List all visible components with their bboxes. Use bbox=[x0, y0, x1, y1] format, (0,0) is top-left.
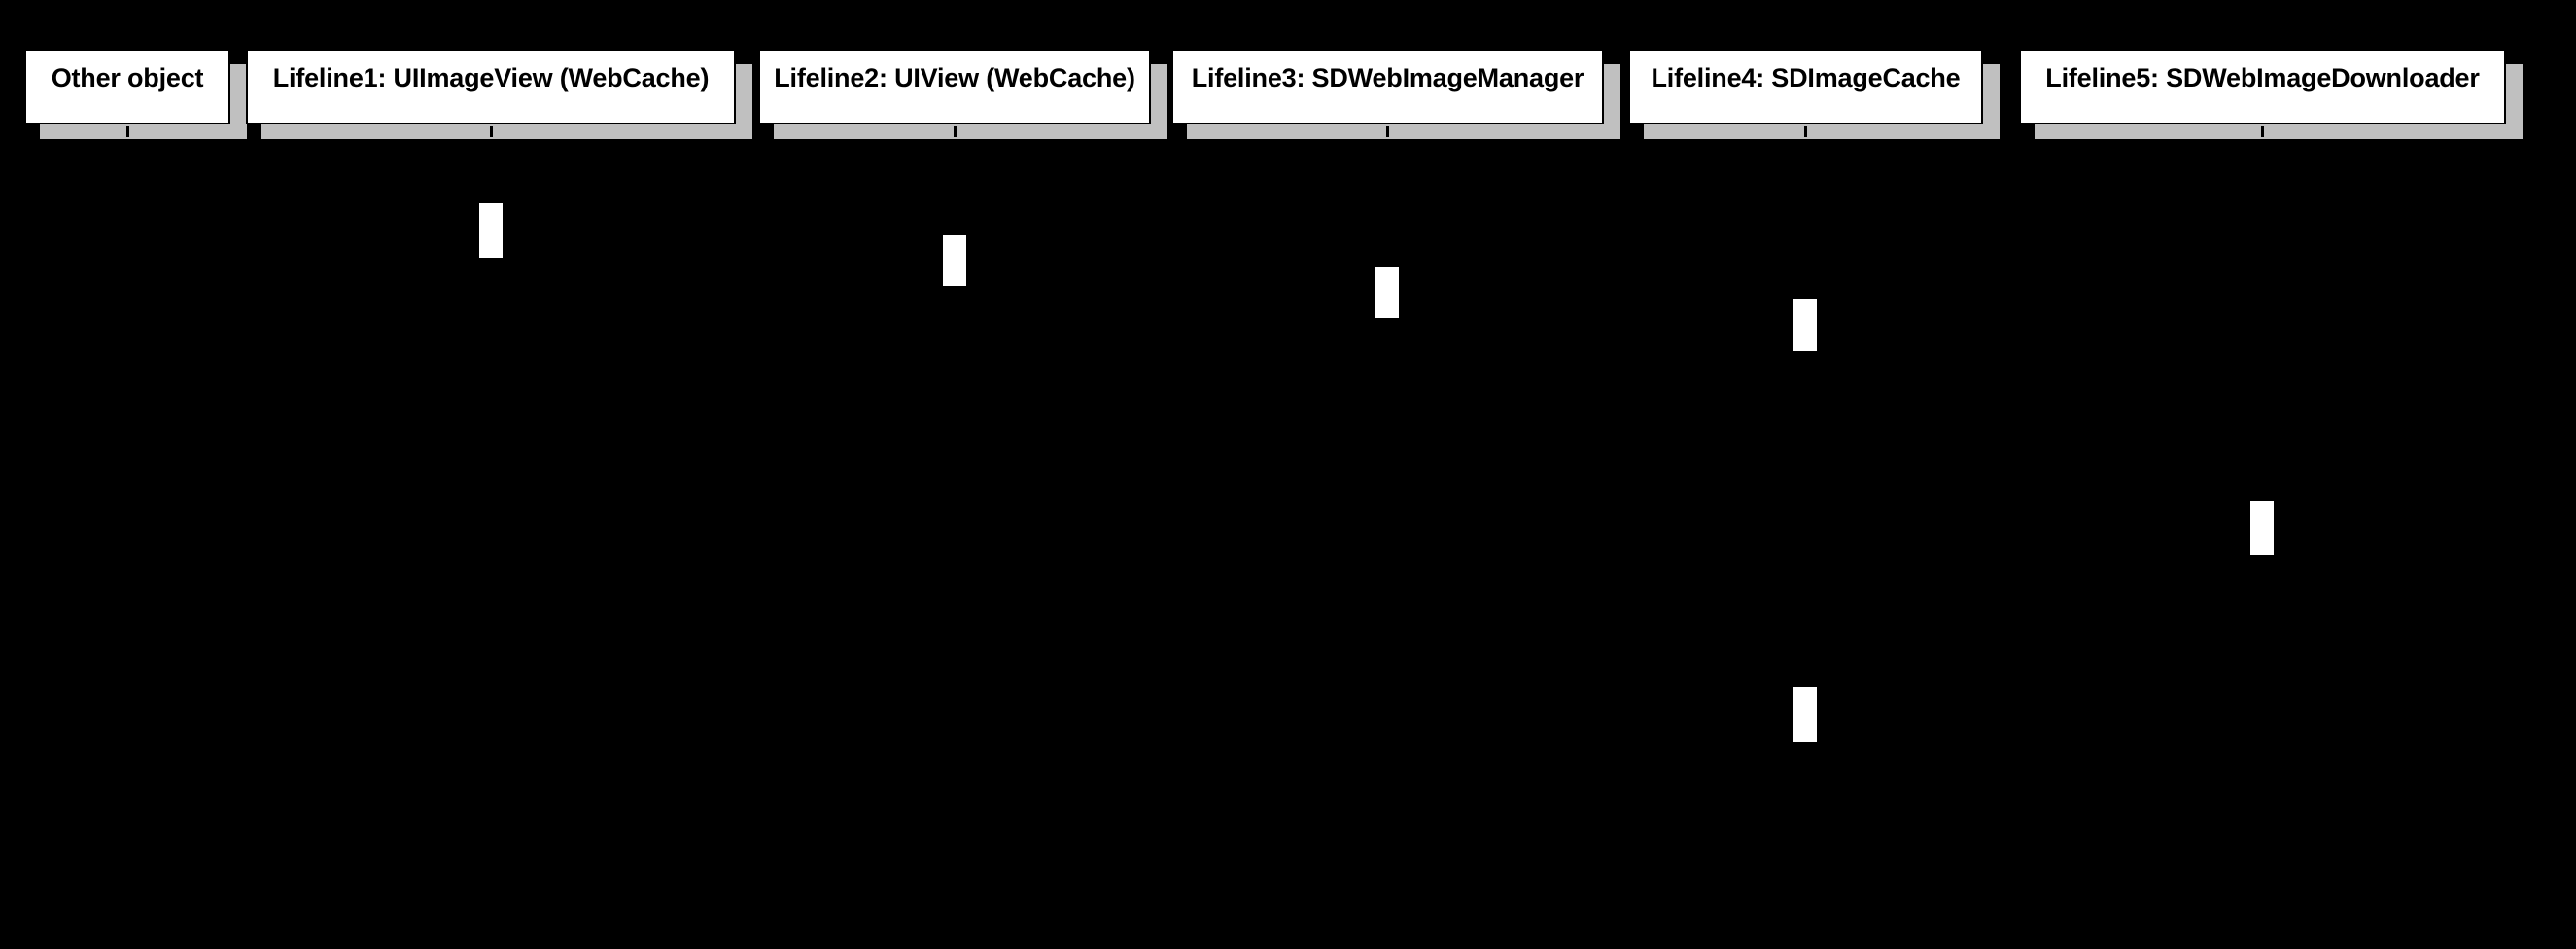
lifeline-head-shadow bbox=[774, 124, 1166, 139]
lifeline-head-shadow bbox=[1644, 124, 1999, 139]
lifeline-origin-tick bbox=[490, 126, 493, 137]
lifeline-origin-tick bbox=[126, 126, 129, 137]
message-arrow-m3[interactable] bbox=[955, 267, 1387, 269]
message-label-m4: queryCacheOperationForKey: bbox=[1401, 271, 1686, 296]
message-label-m3: loadImageWithURL: bbox=[968, 240, 1160, 264]
message-arrow-m1[interactable] bbox=[127, 203, 491, 205]
lifeline-head-shadow bbox=[1187, 124, 1619, 139]
activation-bar-act1[interactable] bbox=[479, 203, 503, 258]
message-label-m5: cache miss bbox=[1401, 412, 1509, 437]
lifeline-origin-tick bbox=[2261, 126, 2264, 137]
lifeline-dashed-line-other bbox=[126, 139, 130, 939]
message-arrow-m5[interactable] bbox=[1387, 439, 1805, 441]
message-arrow-m6[interactable] bbox=[1387, 501, 2262, 503]
lifeline-dashed-line-lifeline1 bbox=[490, 139, 494, 939]
lifeline-head-lifeline2[interactable]: Lifeline2: UIView (WebCache) bbox=[758, 49, 1151, 124]
lifeline-head-label: Lifeline3: SDWebImageManager bbox=[1191, 63, 1584, 92]
lifeline-origin-tick bbox=[1386, 126, 1389, 137]
message-arrow-m9[interactable] bbox=[491, 817, 1387, 819]
lifeline-head-shadow bbox=[1983, 64, 2000, 139]
lifeline-head-shadow bbox=[2506, 64, 2523, 139]
lifeline-head-shadow bbox=[40, 124, 246, 139]
lifeline-head-lifeline3[interactable]: Lifeline3: SDWebImageManager bbox=[1171, 49, 1604, 124]
lifeline-head-other[interactable]: Other object bbox=[24, 49, 230, 124]
lifeline-head-shadow bbox=[261, 124, 751, 139]
lifeline-dashed-line-lifeline3 bbox=[1386, 139, 1390, 939]
message-label-m7: downloaded image bbox=[1401, 595, 1581, 619]
lifeline-head-shadow bbox=[1151, 64, 1167, 139]
activation-bar-act3[interactable] bbox=[1375, 267, 1399, 318]
activation-bar-act4[interactable] bbox=[1793, 299, 1817, 351]
lifeline-head-lifeline4[interactable]: Lifeline4: SDImageCache bbox=[1628, 49, 1983, 124]
message-label-m2: sd_internalSetImageWithURL: bbox=[505, 208, 792, 232]
message-arrow-m8[interactable] bbox=[1387, 687, 1805, 689]
lifeline-head-shadow bbox=[2035, 124, 2522, 139]
lifeline-head-label: Lifeline4: SDImageCache bbox=[1651, 63, 1961, 92]
message-label-m1: sd_setImageWithURL: bbox=[141, 176, 356, 200]
lifeline-dashed-line-lifeline4 bbox=[1804, 139, 1808, 939]
lifeline-head-shadow bbox=[736, 64, 752, 139]
activation-bar-act2[interactable] bbox=[943, 235, 966, 286]
message-arrow-m2[interactable] bbox=[491, 235, 955, 237]
lifeline-head-label: Other object bbox=[51, 63, 204, 92]
message-arrow-m4[interactable] bbox=[1387, 299, 1805, 300]
lifeline-head-lifeline1[interactable]: Lifeline1: UIImageView (WebCache) bbox=[246, 49, 736, 124]
lifeline-head-label: Lifeline2: UIView (WebCache) bbox=[774, 63, 1135, 92]
message-arrow-m7[interactable] bbox=[1387, 622, 2262, 624]
message-label-m8: storeImage:forKey: bbox=[1401, 660, 1582, 685]
activation-bar-act6[interactable] bbox=[1793, 687, 1817, 742]
lifeline-head-lifeline5[interactable]: Lifeline5: SDWebImageDownloader bbox=[2019, 49, 2506, 124]
lifeline-dashed-line-lifeline2 bbox=[954, 139, 957, 939]
lifeline-head-shadow bbox=[1604, 64, 1620, 139]
lifeline-head-shadow bbox=[230, 64, 247, 139]
message-label-m6: downloadImageWithURL: bbox=[1401, 474, 1644, 498]
lifeline-origin-tick bbox=[954, 126, 957, 137]
activation-bar-act5[interactable] bbox=[2250, 501, 2274, 555]
lifeline-head-label: Lifeline5: SDWebImageDownloader bbox=[2045, 63, 2480, 92]
lifeline-head-label: Lifeline1: UIImageView (WebCache) bbox=[272, 63, 710, 92]
message-label-m9: completion block (set image) bbox=[505, 790, 778, 814]
lifeline-origin-tick bbox=[1804, 126, 1807, 137]
